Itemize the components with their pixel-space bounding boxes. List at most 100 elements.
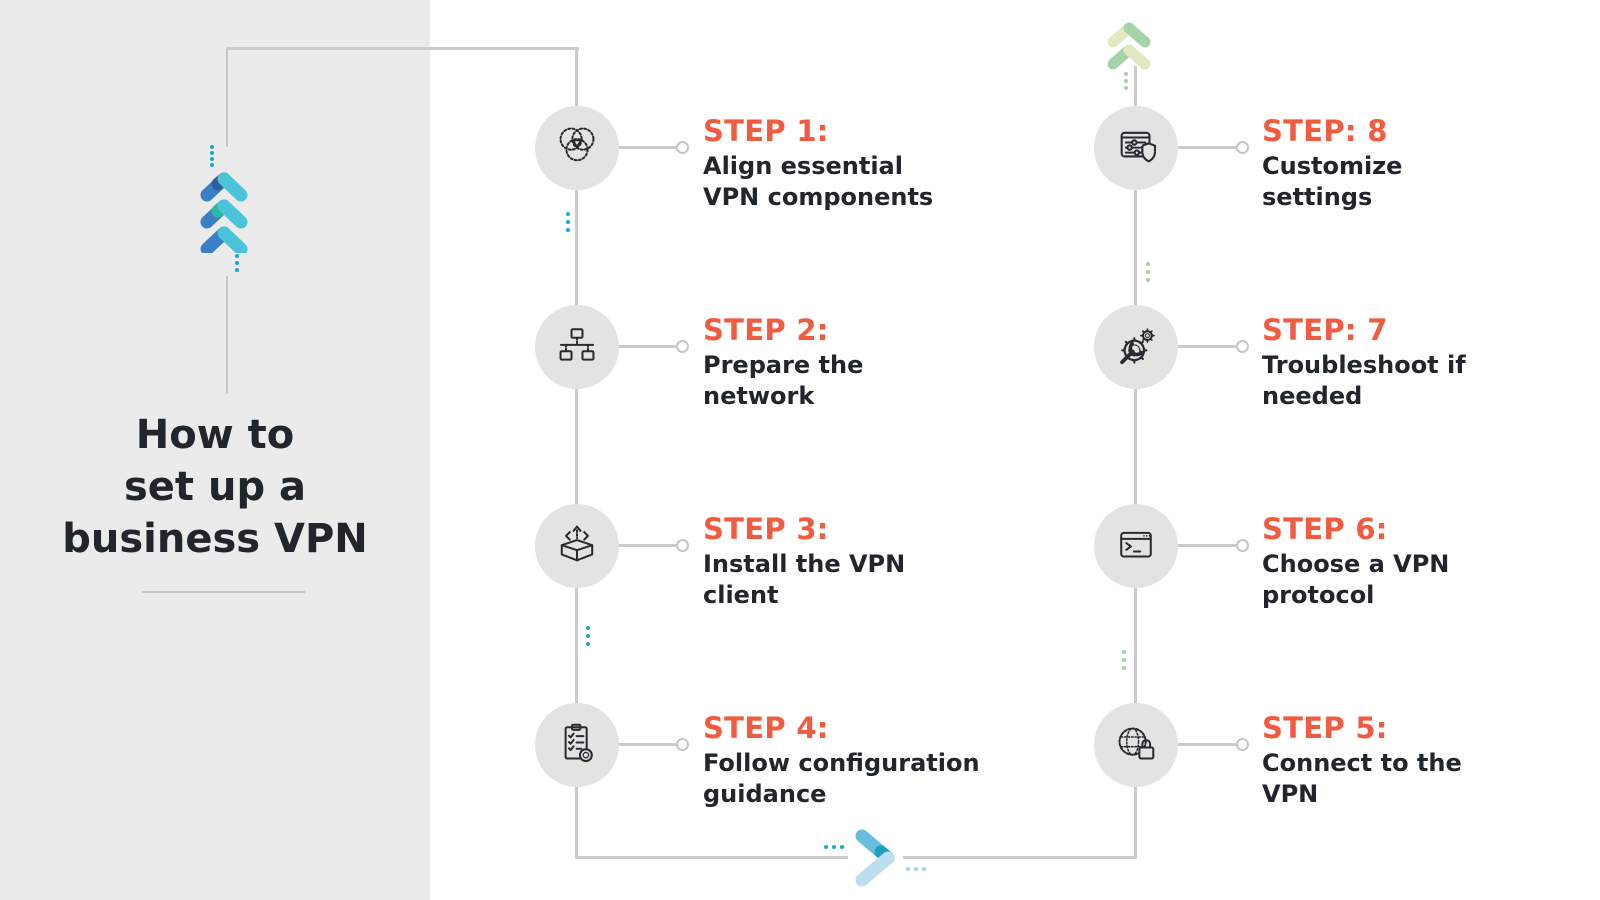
- dotted-accent: [1124, 86, 1128, 90]
- settings-shield-icon: [1120, 131, 1157, 163]
- dotted-accent: [1146, 278, 1150, 282]
- step-4-line-2: guidance: [703, 780, 827, 808]
- globe-lock-icon: [1118, 727, 1155, 760]
- connector-vertical: [575, 190, 578, 305]
- step-3-icon-circle: [535, 504, 619, 588]
- step-6-line-2: protocol: [1262, 581, 1375, 609]
- step-5-icon-circle: [1094, 703, 1178, 787]
- step-5-line-1: Connect to the: [1262, 749, 1462, 777]
- step-2-line-2: network: [703, 382, 815, 410]
- title-line-2: set up a: [123, 464, 306, 510]
- step-3-text: STEP 3: Install the VPN client: [703, 512, 993, 611]
- dotted-accent: [922, 867, 926, 871]
- dotted-accent: [235, 254, 239, 258]
- connector-vertical: [1134, 190, 1137, 305]
- dotted-accent: [824, 845, 828, 849]
- step-6-label: STEP 6:: [1262, 512, 1388, 546]
- step-1-icon-circle: [535, 106, 619, 190]
- step-1-label: STEP 1:: [703, 114, 829, 148]
- step-8-label: STEP: 8: [1262, 114, 1388, 148]
- connector-top-horizontal: [226, 47, 579, 50]
- dotted-accent: [210, 145, 214, 149]
- dotted-accent: [210, 163, 214, 167]
- dotted-accent: [586, 642, 590, 646]
- connector-vertical: [1134, 66, 1137, 107]
- dotted-accent: [832, 845, 836, 849]
- dotted-accent: [210, 151, 214, 155]
- dotted-accent: [906, 867, 910, 871]
- step-7-line-2: needed: [1262, 382, 1363, 410]
- left-panel: [0, 0, 430, 900]
- dotted-accent: [210, 157, 214, 161]
- step-6-icon-circle: [1094, 504, 1178, 588]
- connector-step: [619, 544, 676, 547]
- step-3-line-1: Install the VPN: [703, 550, 906, 578]
- connector-bottom-left: [575, 856, 848, 859]
- dotted-accent: [566, 220, 570, 224]
- title-divider: [142, 591, 305, 593]
- step-5-line-2: VPN: [1262, 780, 1319, 808]
- step-2-label: STEP 2:: [703, 313, 829, 347]
- dotted-accent: [1122, 666, 1126, 670]
- step-3-line-2: client: [703, 581, 779, 609]
- step-8-icon-circle: [1094, 106, 1178, 190]
- step-2-icon-circle: [535, 305, 619, 389]
- dotted-accent: [1146, 262, 1150, 266]
- network-topology-icon: [559, 328, 595, 361]
- connector-endpoint-ring: [676, 738, 689, 751]
- connector-step: [1178, 743, 1236, 746]
- dotted-accent: [1124, 79, 1128, 83]
- connector-endpoint-ring: [1236, 141, 1249, 154]
- step-7-text: STEP: 7 Troubleshoot if needed: [1262, 313, 1522, 412]
- dotted-accent: [1124, 72, 1128, 76]
- panel-vertical-line-bottom: [226, 276, 228, 394]
- connector-step: [1178, 146, 1236, 149]
- dotted-accent: [1146, 270, 1150, 274]
- venn-diagram-icon: [559, 127, 595, 162]
- connector-step: [619, 146, 676, 149]
- step-5-label: STEP 5:: [1262, 711, 1388, 745]
- dotted-accent: [586, 634, 590, 638]
- connector-step: [619, 345, 676, 348]
- step-8-line-1: Customize: [1262, 152, 1403, 180]
- dotted-accent: [586, 626, 590, 630]
- connector-step: [1178, 544, 1236, 547]
- connector-bottom-right: [903, 856, 1137, 859]
- connector-endpoint-ring: [1236, 340, 1249, 353]
- wrench-gears-icon: [1120, 328, 1155, 365]
- install-package-icon: [560, 525, 594, 562]
- chevron-right-teal: [855, 829, 895, 887]
- step-4-line-1: Follow configuration: [703, 749, 980, 777]
- panel-vertical-line-top: [226, 49, 228, 147]
- terminal-icon: [1120, 531, 1152, 558]
- connector-endpoint-ring: [1236, 539, 1249, 552]
- connector-top-vertical: [575, 47, 578, 107]
- connector-step: [1178, 345, 1236, 348]
- dotted-accent: [566, 228, 570, 232]
- page-title: How to set up a business VPN: [20, 409, 410, 565]
- step-4-icon-circle: [535, 703, 619, 787]
- step-4-label: STEP 4:: [703, 711, 829, 745]
- double-chevron-up-green: [1107, 22, 1151, 70]
- step-2-text: STEP 2: Prepare the network: [703, 313, 993, 412]
- step-1-text: STEP 1: Align essential VPN components: [703, 114, 993, 213]
- connector-vertical: [1134, 588, 1137, 703]
- step-1-line-2: VPN components: [703, 183, 934, 211]
- connector-endpoint-ring: [676, 340, 689, 353]
- connector-vertical: [575, 787, 578, 858]
- connector-endpoint-ring: [1236, 738, 1249, 751]
- triple-chevron-up-logo: [200, 172, 248, 253]
- connector-vertical: [1134, 389, 1137, 504]
- checklist-badge-icon: [564, 723, 593, 763]
- dotted-accent: [1122, 650, 1126, 654]
- step-3-label: STEP 3:: [703, 512, 829, 546]
- dotted-accent: [840, 845, 844, 849]
- step-7-label: STEP: 7: [1262, 313, 1388, 347]
- connector-endpoint-ring: [676, 141, 689, 154]
- step-7-line-1: Troubleshoot if: [1262, 351, 1466, 379]
- step-1-line-1: Align essential: [703, 152, 903, 180]
- connector-vertical: [575, 588, 578, 703]
- step-5-text: STEP 5: Connect to the VPN: [1262, 711, 1522, 810]
- title-line-3: business VPN: [62, 516, 368, 562]
